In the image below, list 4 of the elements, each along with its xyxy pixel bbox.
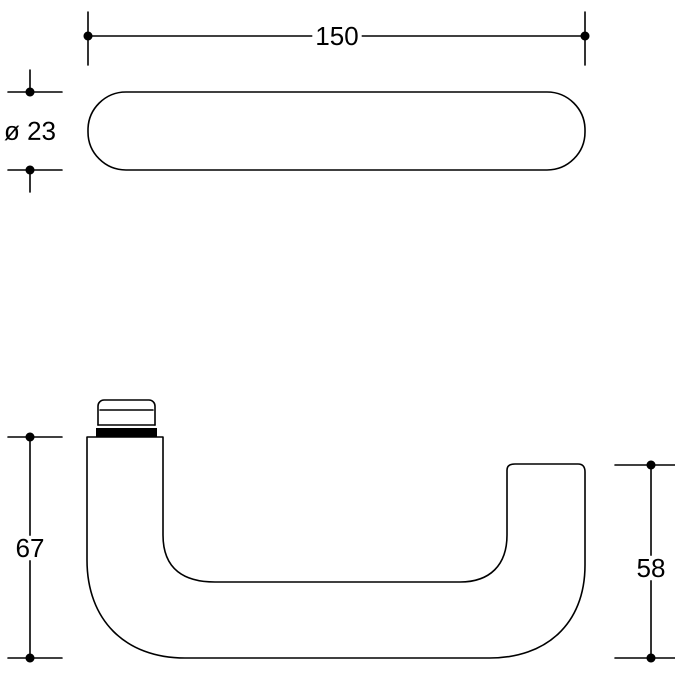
dimension-label: 58 [634, 556, 668, 580]
dimension-label: 150 [312, 24, 362, 48]
dimension-label: 67 [12, 536, 48, 560]
dimension-label: ø 23 [1, 118, 60, 144]
